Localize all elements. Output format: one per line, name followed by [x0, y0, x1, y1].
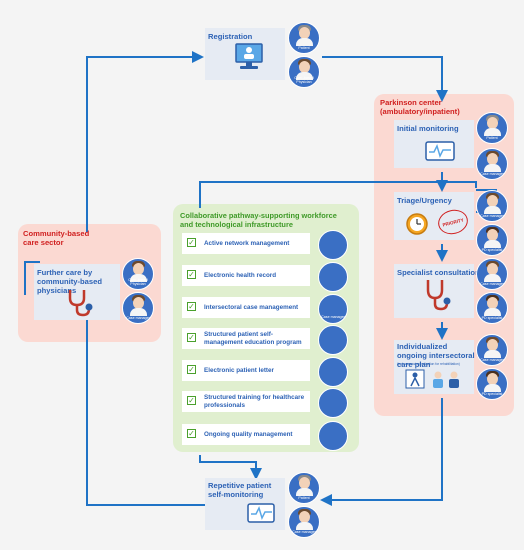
community-physician-avatar: Com.-based Physician	[288, 56, 320, 88]
education-icon	[318, 325, 348, 355]
case-manager-avatar: Case manager	[476, 334, 508, 366]
pd-specialist-avatar: PD specialist	[476, 224, 508, 256]
case-manager-icon: Case manager	[318, 294, 348, 324]
pd-specialist-avatar: PD specialist	[476, 368, 508, 400]
case-manager-avatar: Case manager	[476, 258, 508, 290]
list-item: ✓ Structured patient self-management edu…	[182, 328, 310, 349]
parkinson-center-title: Parkinson center (ambulatory/inpatient)	[380, 98, 460, 116]
monitoring-icon	[247, 503, 275, 523]
community-title: Community-based care sector	[23, 229, 90, 247]
patient-avatar: Patient	[288, 472, 320, 504]
list-item: ✓ Ongoing quality management	[182, 424, 310, 445]
arrow-into-community	[24, 261, 40, 295]
triage-title: Triage/Urgency	[397, 196, 452, 205]
specialist-box	[394, 264, 474, 318]
patient-avatar: Patient	[476, 112, 508, 144]
case-manager-avatar: Case manager	[476, 148, 508, 180]
arrow-collab-to-repetitive	[199, 455, 262, 480]
monitoring-icon	[425, 141, 455, 161]
community-physician-avatar: Com.-based Physician	[122, 258, 154, 290]
list-item: ✓ Electronic health record	[182, 265, 310, 286]
case-manager-avatar: Case manager	[288, 506, 320, 538]
arrow-center-to-community	[199, 181, 477, 208]
case-manager-avatar: Case manager	[476, 190, 508, 222]
check-icon: ✓	[187, 396, 196, 405]
registration-title: Registration	[208, 32, 253, 41]
list-item: ✓ Electronic patient letter	[182, 360, 310, 381]
initial-monitoring-title: Initial monitoring	[397, 124, 459, 133]
list-item: ✓ Structured training for healthcare pro…	[182, 391, 310, 412]
specialist-title: Specialist consultation	[397, 268, 480, 277]
repetitive-title: Repetitive patient self-monitoring	[208, 481, 272, 499]
patient-avatar: Patient	[288, 22, 320, 54]
check-icon: ✓	[187, 333, 196, 342]
list-item: ✓ Active network management	[182, 233, 310, 254]
quality-icon	[318, 421, 348, 451]
computer-icon	[235, 43, 263, 69]
list-item: ✓ Intersectoral case management	[182, 297, 310, 318]
check-icon: ✓	[187, 365, 196, 374]
network-icon	[318, 230, 348, 260]
check-icon: ✓	[187, 238, 196, 247]
training-icon	[318, 388, 348, 418]
health-record-icon	[318, 262, 348, 292]
alarm-clock-icon	[406, 213, 428, 235]
arrow-repetitive-to-community	[86, 312, 205, 506]
community-box-title: Further care by community-based physicia…	[37, 268, 102, 295]
check-icon: ✓	[187, 270, 196, 279]
stethoscope-icon	[426, 280, 451, 311]
care-plan-icon	[405, 369, 459, 389]
check-icon: ✓	[187, 429, 196, 438]
stethoscope-icon	[68, 290, 93, 317]
arrow-careplan-to-repetitive	[320, 398, 443, 506]
letter-icon	[318, 357, 348, 387]
arrow-registration-to-center	[322, 56, 448, 102]
care-plan-title: Individualized ongoing intersectoral car…	[397, 342, 475, 369]
arrow-community-to-registration	[86, 51, 204, 232]
collaborative-title: Collaborative pathway-supporting workfor…	[180, 211, 337, 229]
pd-specialist-avatar: PD specialist	[476, 292, 508, 324]
case-manager-avatar: Case manager	[122, 292, 154, 324]
check-icon: ✓	[187, 302, 196, 311]
care-plan-subtitle: (incl. assessing indication for rehabili…	[397, 362, 460, 366]
triage-box	[394, 192, 474, 240]
